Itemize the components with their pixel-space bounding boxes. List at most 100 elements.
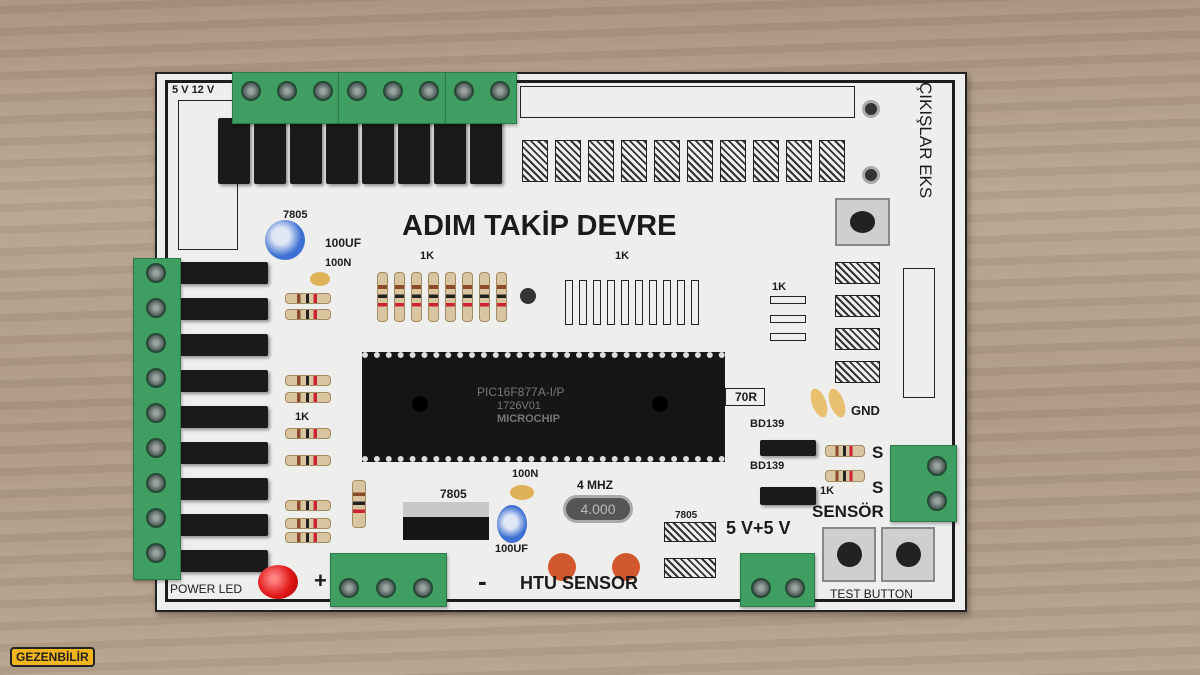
screw[interactable]	[146, 403, 166, 423]
screw[interactable]	[146, 438, 166, 458]
bottom-terminal-block[interactable]	[330, 553, 447, 607]
resistor-footprint	[607, 280, 615, 325]
screw[interactable]	[146, 333, 166, 353]
minus-label: -	[478, 566, 487, 596]
header-footprint	[664, 558, 716, 578]
outputs-label: ÇIKIŞLAR EKS	[916, 82, 935, 199]
resistor	[285, 532, 331, 543]
header-footprint	[835, 361, 880, 383]
transistor	[180, 406, 268, 428]
screw[interactable]	[146, 298, 166, 318]
res-sensor-label: 1K	[820, 485, 835, 497]
sensor-terminal-block[interactable]	[890, 445, 957, 522]
resistor-footprint	[677, 280, 685, 325]
screw[interactable]	[146, 263, 166, 283]
screw[interactable]	[146, 473, 166, 493]
res-right-label: 1K	[772, 281, 787, 293]
power-led-label: POWER LED	[170, 582, 243, 596]
screw[interactable]	[339, 578, 359, 598]
supply-label: 5 V+5 V	[726, 518, 791, 538]
top-push-button[interactable]	[835, 198, 890, 246]
cap-top-n-label: 100N	[325, 257, 352, 269]
screw[interactable]	[241, 81, 261, 101]
screw[interactable]	[146, 508, 166, 528]
crystal-oscillator: 4.000	[563, 495, 633, 523]
resistor-footprint	[691, 280, 699, 325]
resistor	[352, 480, 366, 528]
cap-top-uf-label: 100UF	[325, 236, 362, 250]
microcontroller-chip: PIC16F877A-I/P 1726V01 MICROCHIP	[362, 352, 725, 462]
screw[interactable]	[751, 578, 771, 598]
header-footprint	[522, 140, 548, 182]
test-button-1[interactable]	[822, 527, 876, 582]
resistor	[445, 272, 456, 322]
top-terminal-block[interactable]	[338, 72, 446, 124]
screw[interactable]	[927, 456, 947, 476]
chip-mark	[412, 396, 428, 412]
header-footprint	[588, 140, 614, 182]
supply-terminal-block[interactable]	[740, 553, 815, 607]
screw[interactable]	[413, 578, 433, 598]
s1-label: S	[872, 443, 884, 462]
resistor	[285, 392, 331, 403]
screw[interactable]	[347, 81, 367, 101]
watermark-logo: GEZENBİLİR	[10, 647, 95, 667]
cap-bottom-n-label: 100N	[512, 468, 539, 480]
header-footprint	[720, 140, 746, 182]
bd139-transistor	[760, 487, 816, 505]
electrolytic-capacitor	[497, 505, 527, 543]
screw[interactable]	[313, 81, 333, 101]
screw[interactable]	[490, 81, 510, 101]
resistor	[285, 428, 331, 439]
plus-label: +	[314, 568, 327, 593]
voltage-regulator	[403, 502, 489, 540]
transistor	[362, 118, 394, 184]
transistor	[180, 550, 268, 572]
transistor	[180, 442, 268, 464]
screw[interactable]	[927, 491, 947, 511]
resistor	[825, 470, 865, 482]
test-button-2[interactable]	[881, 527, 935, 582]
electrolytic-capacitor	[265, 220, 305, 260]
transistor	[180, 334, 268, 356]
res-group-1-label: 1K	[420, 250, 435, 262]
resistor-footprint	[649, 280, 657, 325]
transistor	[218, 118, 250, 184]
screw[interactable]	[146, 368, 166, 388]
resistor	[462, 272, 473, 322]
power-led	[258, 565, 298, 599]
screw[interactable]	[146, 543, 166, 563]
board-title: ADIM TAKİP DEVRE	[402, 210, 677, 242]
resistor	[285, 375, 331, 386]
screw[interactable]	[376, 578, 396, 598]
header-footprint	[819, 140, 845, 182]
resistor	[479, 272, 490, 322]
reg-bottom-label: 7805	[440, 487, 467, 501]
header-footprint	[687, 140, 713, 182]
screw[interactable]	[454, 81, 474, 101]
header-footprint	[621, 140, 647, 182]
top-terminal-block[interactable]	[232, 72, 340, 124]
res-group-2-label: 1K	[615, 250, 630, 262]
resistor	[285, 293, 331, 304]
header-footprint	[835, 262, 880, 284]
screw[interactable]	[785, 578, 805, 598]
resistor	[285, 309, 331, 320]
resistor-footprint	[770, 333, 806, 341]
resistor	[285, 518, 331, 529]
screw[interactable]	[277, 81, 297, 101]
res-70r-label: 70R	[735, 390, 758, 404]
ceramic-capacitor	[548, 553, 576, 581]
resistor-footprint	[565, 280, 573, 325]
resistor-footprint	[635, 280, 643, 325]
resistor	[394, 272, 405, 322]
resistor	[825, 445, 865, 457]
transistor	[180, 262, 268, 284]
header-footprint	[654, 140, 680, 182]
transistor	[180, 298, 268, 320]
htu-sensor-label: HTU SENSOR	[520, 573, 639, 593]
screw[interactable]	[383, 81, 403, 101]
screw[interactable]	[419, 81, 439, 101]
top-terminal-block[interactable]	[445, 72, 517, 124]
ceramic-capacitor	[510, 485, 534, 500]
